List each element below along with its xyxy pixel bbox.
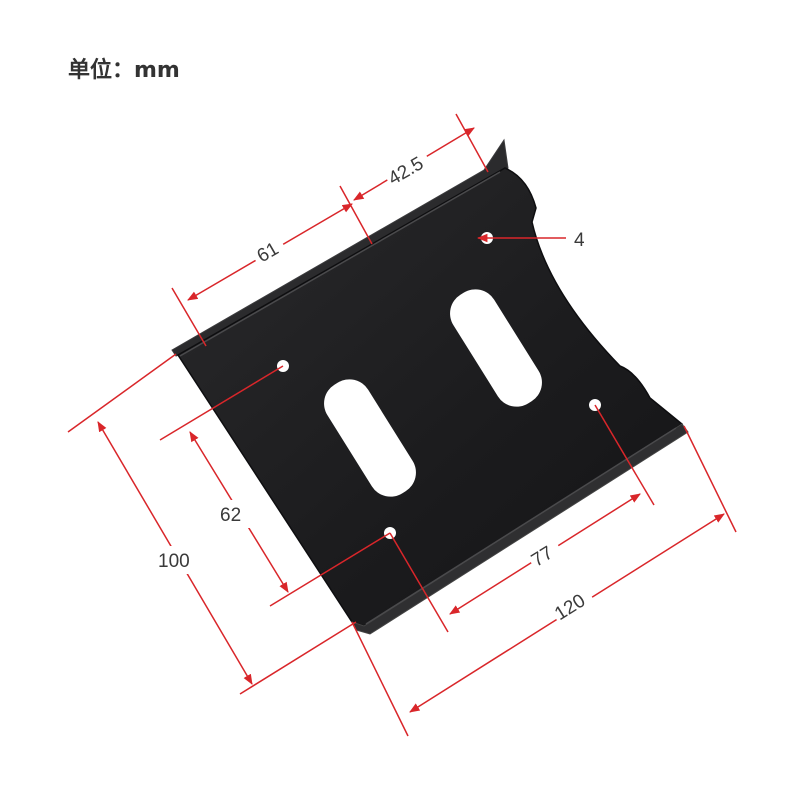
top-flange [171, 138, 509, 357]
dim-label-hole-diameter: 4 [574, 230, 585, 251]
slot-right [450, 289, 542, 407]
dim-label-hole-spacing-short: 62 [220, 505, 241, 526]
unit-label: 单位：mm [68, 58, 180, 83]
slot-left [324, 379, 416, 497]
dim-label-depth: 100 [158, 551, 190, 572]
main-plate [176, 167, 684, 627]
